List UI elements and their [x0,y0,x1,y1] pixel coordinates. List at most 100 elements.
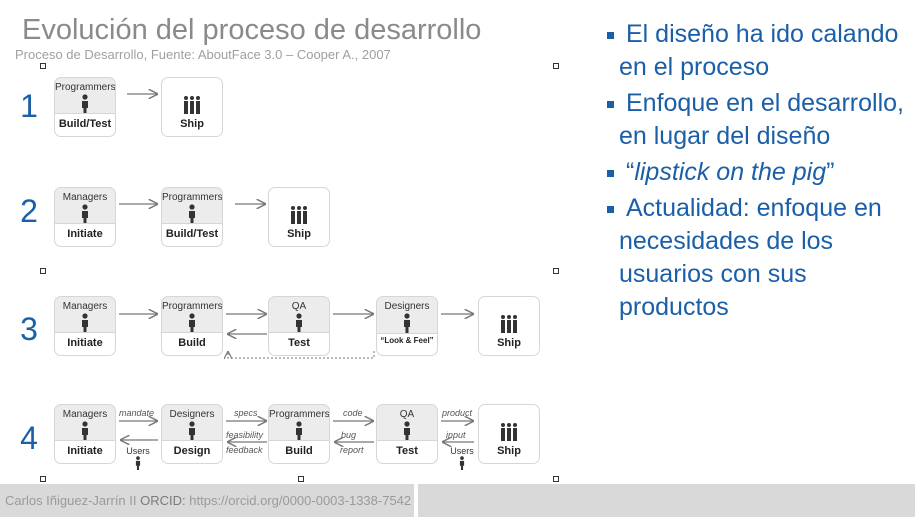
return-arrow [118,435,158,445]
bullet-list: El diseño ha ido calando en el proceso E… [607,18,907,327]
person-icon [82,313,88,333]
person-icon [296,313,302,333]
bullet-marker [607,101,614,108]
process-box: Managers Initiate [54,187,116,247]
stage-label: Ship [479,333,539,355]
role-label: Programmers [162,192,223,203]
users-label: Users [450,446,474,456]
flow-arrow [119,309,160,319]
footer-separator: II [129,493,137,508]
row-number: 2 [20,193,38,229]
person-icon [189,421,195,441]
bullet-quote-close: ” [826,158,835,186]
edge-label: product [442,408,473,418]
stage-label: Ship [162,114,222,136]
person-icon [404,421,410,441]
selection-handle[interactable] [553,476,559,482]
row-number: 3 [20,311,38,347]
process-box: Ship [268,187,330,247]
role-label: Designers [384,301,430,312]
process-box: Programmers Build/Test [161,187,223,247]
flow-arrow [441,416,476,426]
stage-label: Build/Test [55,113,115,136]
slide-title: Evolución del proceso de desarrollo [22,14,482,46]
bullet-quote-open: “ [626,158,635,186]
person-icon [296,421,302,441]
role-label: Programmers [162,301,223,312]
role-label: Programmers [55,82,116,93]
footer-orcid-link[interactable]: https://orcid.org/0000-0003-1338-7542 [189,493,412,508]
return-arrow [225,437,267,447]
users-label: Users [126,446,150,456]
return-arrow [332,437,374,447]
slide-footer: Carlos Iñiguez-Jarrín II ORCID: https://… [0,484,915,517]
stage-label: Ship [269,224,329,246]
person-icon [82,94,88,114]
process-box: QA Test [268,296,330,356]
selection-handle[interactable] [40,63,46,69]
users-figure: Users [118,446,158,475]
footer-divider [414,484,418,517]
process-box: Designers “Look & Feel” [376,296,438,356]
process-box: Managers Initiate [54,296,116,356]
edge-label: code [343,408,363,418]
return-arrow [225,329,267,339]
person-icon [404,313,410,333]
bullet-text: Actualidad: enfoque en necesidades de lo… [619,194,882,321]
bullet-text: Enfoque en el desarrollo, en lugar del d… [619,89,904,150]
role-label: Programmers [269,409,330,420]
edge-label: feasibility [226,430,264,440]
person-icon [459,456,465,470]
flow-arrow [226,309,269,319]
process-box: Ship [478,296,540,356]
edge-label: bug [341,430,357,440]
person-icon [82,421,88,441]
people-group-icon [501,315,517,333]
footer-author: Carlos Iñiguez-Jarrín [5,493,126,508]
stage-label: Test [269,332,329,355]
process-box: Ship [478,404,540,464]
person-icon [135,456,141,470]
person-icon [82,204,88,224]
process-box: Managers Initiate [54,404,116,464]
role-label: Designers [169,409,215,420]
row-number: 4 [20,420,38,456]
flow-arrow [333,416,376,426]
people-group-icon [184,96,200,114]
bullet-marker [607,32,614,39]
stage-label: “Look & Feel” [377,333,437,355]
selection-handle[interactable] [553,268,559,274]
footer-credit: Carlos Iñiguez-Jarrín II ORCID: https://… [5,493,411,508]
selection-handle[interactable] [40,476,46,482]
process-box: Ship [161,77,223,137]
person-icon [189,204,195,224]
stage-label: Design [162,440,222,463]
process-box: Programmers Build/Test [54,77,116,137]
selection-handle[interactable] [40,268,46,274]
selection-handle[interactable] [298,476,304,482]
stage-label: Initiate [55,223,115,246]
process-box: Programmers Build [161,296,223,356]
stage-label: Build/Test [162,223,222,246]
flow-arrow [441,309,476,319]
feedback-loop-arrow [222,351,375,362]
stage-label: Build [269,440,329,463]
process-box: Programmers Build [268,404,330,464]
bullet-item: “lipstick on the pig” [607,156,907,189]
process-box: Designers Design [161,404,223,464]
flow-arrow [119,416,160,426]
person-icon [189,313,195,333]
flow-arrow [127,89,160,99]
edge-label: feedback [226,445,263,455]
bullet-item: El diseño ha ido calando en el proceso [607,18,907,84]
users-figure: Users [442,446,482,475]
edge-label: specs [234,408,258,418]
bullet-text: El diseño ha ido calando en el proceso [619,20,899,81]
bullet-marker [607,206,614,213]
flow-arrow [235,199,268,209]
role-label: QA [399,409,415,420]
selection-handle[interactable] [553,63,559,69]
people-group-icon [501,423,517,441]
edge-label: input [446,430,466,440]
stage-label: Initiate [55,332,115,355]
